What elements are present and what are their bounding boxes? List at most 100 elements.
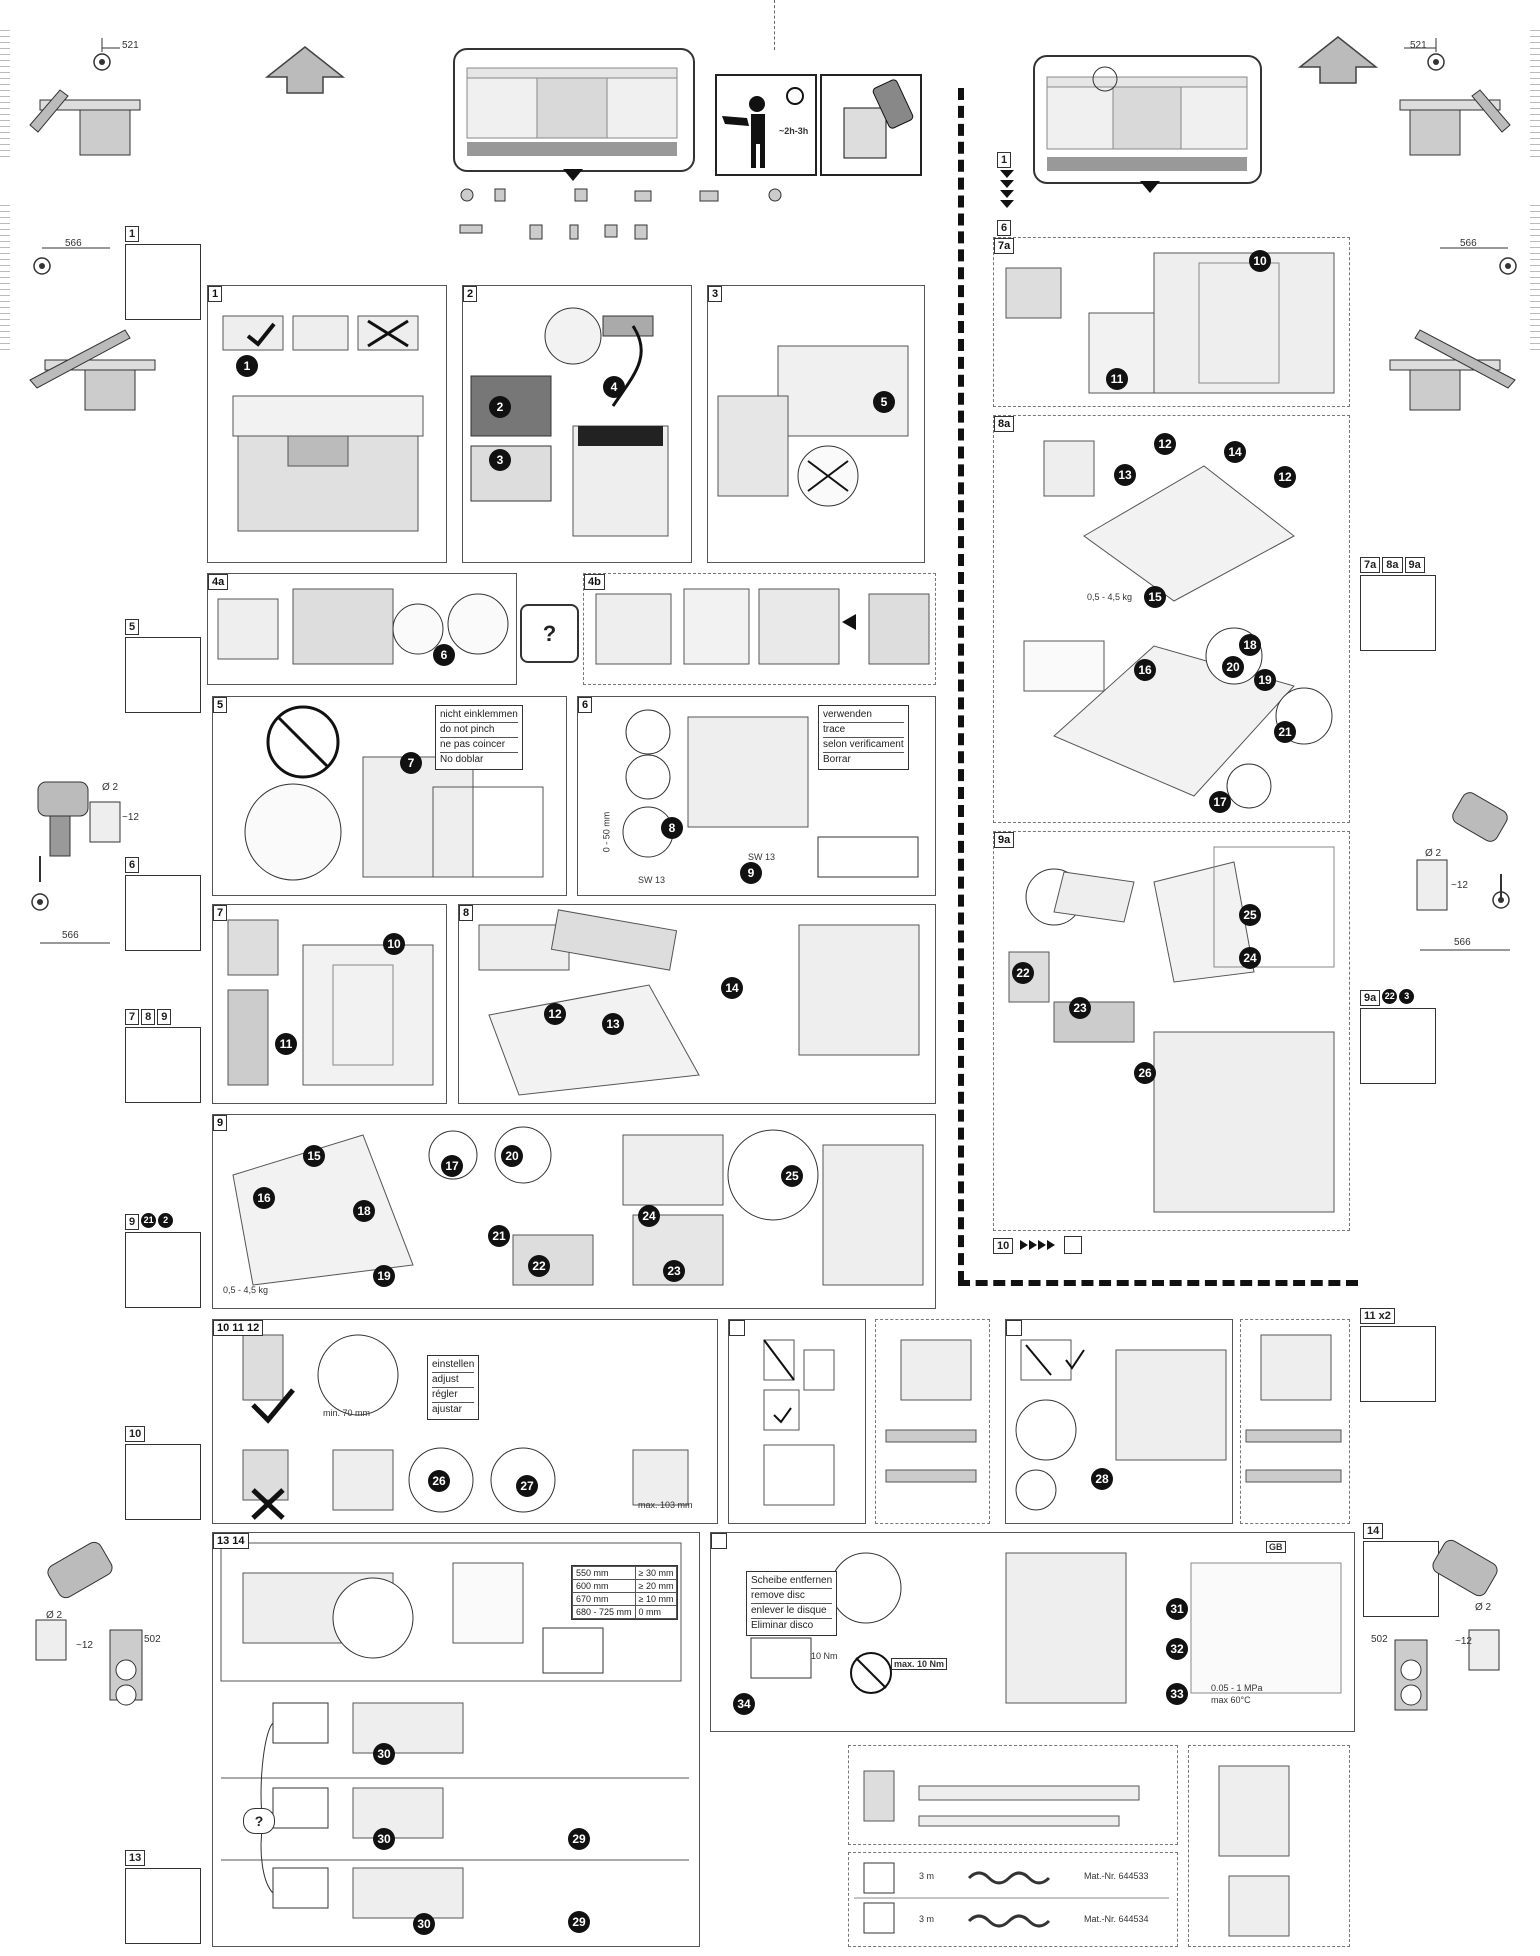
- callout-25: 25: [1239, 904, 1261, 926]
- callout-31: 31: [1166, 1598, 1188, 1620]
- dim-label: 521: [122, 40, 139, 51]
- callout-9: 9: [740, 862, 762, 884]
- callout-17: 17: [1209, 791, 1231, 813]
- dim-label: 502: [144, 1634, 161, 1645]
- callout-16: 16: [1134, 659, 1156, 681]
- callout-32: 32: [1166, 1638, 1188, 1660]
- callout-18: 18: [1239, 634, 1261, 656]
- step-10-panel: 10 11 12 einstellen adjust régler ajusta…: [212, 1319, 718, 1524]
- step-9-panel: 9 15 16 17 18 19 20 21 22 23 24 25 0,5 -…: [212, 1114, 936, 1309]
- hose-extension-panel: [848, 1745, 1178, 1845]
- qr-label: 11 x2: [1360, 1308, 1395, 1324]
- drill-depth: ~12: [1451, 880, 1468, 891]
- dim-label: 566: [1460, 238, 1477, 249]
- step-number: 6: [997, 220, 1012, 236]
- adjust-line: régler: [432, 1388, 475, 1403]
- step-1-panel: 1 1: [207, 285, 447, 563]
- qr-code[interactable]: [125, 875, 201, 951]
- step-4a-panel: 4a 6: [207, 573, 517, 685]
- length-label: 3 m: [919, 1871, 935, 1881]
- time-label: ~2h-3h: [779, 126, 809, 136]
- table-cell: ≥ 30 mm: [634, 1566, 678, 1580]
- step-number: 8: [459, 905, 474, 921]
- door-detail-panel: [875, 1319, 990, 1524]
- qr-label: 9: [125, 1214, 140, 1230]
- qr-code[interactable]: [125, 637, 201, 713]
- callout-21: 21: [488, 1225, 510, 1247]
- step-9a-panel: 9a 25 24 22 23 26: [993, 831, 1350, 1231]
- countertop-illustration-left-2: [25, 300, 156, 415]
- adjust-line: einstellen: [432, 1358, 475, 1373]
- callout-14: 14: [721, 977, 743, 999]
- qr-label: 6: [125, 857, 140, 873]
- qr-code[interactable]: [125, 1444, 201, 1520]
- remove-disc-box: Scheibe entfernen remove disc enlever le…: [746, 1571, 838, 1636]
- callout-28: 28: [1091, 1468, 1113, 1490]
- qr-label: 9: [157, 1009, 172, 1025]
- warning-line: nicht einklemmen: [440, 708, 518, 723]
- table-row: 600 mm≥ 20 mm: [572, 1579, 678, 1593]
- table-cell: 670 mm: [572, 1592, 636, 1606]
- qr-code[interactable]: [1363, 1541, 1439, 1617]
- drill-depth: ~12: [76, 1640, 93, 1651]
- callout-13: 13: [1114, 464, 1136, 486]
- step-number: 7a: [994, 238, 1015, 254]
- qr-code[interactable]: [125, 1868, 201, 1944]
- callout-24: 24: [638, 1205, 660, 1227]
- qr-code[interactable]: [125, 244, 201, 320]
- step-sequence-1-6: 1 6: [997, 150, 1017, 236]
- callout-20: 20: [501, 1145, 523, 1167]
- callout-30: 30: [373, 1828, 395, 1850]
- qr-code[interactable]: [125, 1027, 201, 1103]
- callout-29: 29: [568, 1828, 590, 1850]
- torque-label: max. 10 Nm: [891, 1658, 948, 1670]
- drill-bracket-left: Ø 2 ~12 502: [20, 1540, 161, 1720]
- drill-depth: ~12: [1455, 1636, 1472, 1647]
- country-tag: GB: [1266, 1541, 1286, 1553]
- blank-step-box: [1064, 1236, 1083, 1254]
- qr-code[interactable]: [1360, 575, 1436, 651]
- callout-19: 19: [1254, 669, 1276, 691]
- callout-11: 11: [1106, 368, 1128, 390]
- callout-1: 1: [236, 355, 258, 377]
- step-3-panel: 3 5: [707, 285, 925, 563]
- callout-12: 12: [1274, 466, 1296, 488]
- qr-label: 13: [125, 1850, 146, 1866]
- qr-label: 7a: [1360, 557, 1381, 573]
- callout-26: 26: [428, 1470, 450, 1492]
- qr-block-13: 13: [125, 1848, 201, 1944]
- callout-19: 19: [373, 1265, 395, 1287]
- parts-list: [455, 185, 805, 265]
- callout-33: 33: [1166, 1683, 1188, 1705]
- qr-callout: 2: [158, 1213, 174, 1229]
- wrench-size: SW 13: [638, 875, 666, 885]
- callout-17: 17: [441, 1155, 463, 1177]
- drill-diameter: Ø 2: [46, 1610, 63, 1621]
- temp-label: max 60°C: [1211, 1695, 1251, 1705]
- up-arrow-icon: [1297, 35, 1379, 90]
- qr-label: 8a: [1382, 557, 1403, 573]
- adjust-line: ajustar: [432, 1404, 463, 1415]
- warning-line: No doblar: [440, 754, 484, 765]
- callout-22: 22: [528, 1255, 550, 1277]
- countertop-illustration-left: [20, 70, 150, 165]
- height-depth-table: 550 mm≥ 30 mm 600 mm≥ 20 mm 670 mm≥ 10 m…: [571, 1565, 679, 1620]
- callout-10: 10: [383, 933, 405, 955]
- callout-8: 8: [661, 817, 683, 839]
- dim-top-right: 521: [1374, 38, 1464, 73]
- qr-code[interactable]: [1360, 1326, 1436, 1402]
- instruction-line: Eliminar disco: [751, 1620, 814, 1631]
- qr-label: 8: [141, 1009, 156, 1025]
- callout-5: 5: [873, 391, 895, 413]
- callout-16: 16: [253, 1187, 275, 1209]
- qr-block-10: 10: [125, 1424, 201, 1520]
- step-number: 3: [708, 286, 723, 302]
- torque-label: 10 Nm: [811, 1651, 838, 1661]
- dim-lower-left: 566: [40, 930, 110, 954]
- pressure-label: 0.05 - 1 MPa: [1211, 1683, 1263, 1693]
- step-number: 1: [997, 152, 1012, 168]
- qr-code[interactable]: [1360, 1008, 1436, 1084]
- qr-code[interactable]: [125, 1232, 201, 1308]
